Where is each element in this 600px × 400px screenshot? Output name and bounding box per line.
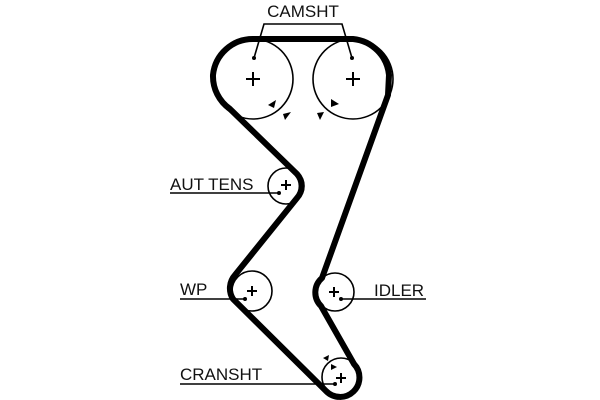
- center-cross-icon: [281, 180, 291, 190]
- center-cross-icon: [329, 287, 339, 297]
- tensioner-circle: [267, 167, 305, 205]
- tensioner-label: AUT TENS: [170, 175, 253, 194]
- camshaft-leader-line: [253, 23, 353, 59]
- camshaft-left-circle: [212, 38, 294, 120]
- timing-arrow-icon: [331, 99, 339, 107]
- timing-arrow-icon: [323, 355, 329, 361]
- crankshaft-circle: [321, 357, 361, 397]
- water-pump-circle: [231, 270, 273, 312]
- timing-arrow-icon: [331, 364, 337, 370]
- center-cross-icon: [346, 72, 360, 86]
- camshaft-left-sprocket: [212, 38, 294, 120]
- camshaft-right-circle: [312, 38, 394, 120]
- timing-belt: [210, 35, 392, 400]
- crankshaft-label: CRANSHT: [180, 365, 262, 384]
- idler-pulley: [315, 272, 355, 312]
- water-pump-label: WP: [180, 280, 207, 299]
- center-cross-icon: [247, 286, 257, 296]
- idler-circle: [315, 272, 355, 312]
- camshaft-label: CAMSHT: [267, 2, 339, 21]
- timing-arrow-icon: [283, 112, 291, 120]
- center-cross-icon: [336, 373, 346, 383]
- timing-arrow-icon: [268, 100, 276, 108]
- camshaft-right-sprocket: [312, 38, 394, 120]
- timing-arrow-icon: [317, 112, 324, 120]
- water-pump-pulley: [231, 270, 273, 312]
- idler-label: IDLER: [374, 281, 424, 300]
- auto-tensioner-pulley: [267, 167, 305, 205]
- center-cross-icon: [246, 72, 260, 86]
